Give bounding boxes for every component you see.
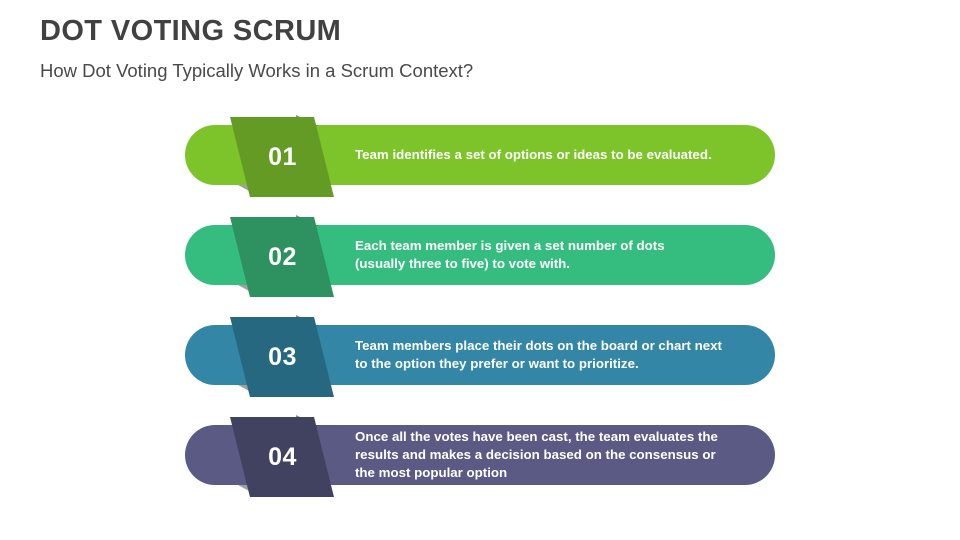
slide-header: DOT VOTING SCRUM How Dot Voting Typicall…	[40, 15, 920, 81]
step-number: 01	[267, 142, 297, 171]
step-description-line: the most popular option	[355, 465, 508, 480]
step-description-line: Once all the votes have been cast, the t…	[355, 429, 718, 444]
steps-list: 01 Team identifies a set of options or i…	[0, 105, 960, 505]
step-number: 04	[267, 442, 297, 471]
step-description: Each team member is given a set number o…	[355, 225, 755, 285]
step-description-line: Team members place their dots on the boa…	[355, 338, 722, 353]
step-row[interactable]: 02 Each team member is given a set numbe…	[0, 205, 960, 305]
step-description-line: Each team member is given a set number o…	[355, 238, 665, 253]
step-number: 02	[267, 242, 297, 271]
step-description-line: to the option they prefer or want to pri…	[355, 356, 639, 371]
step-description: Team identifies a set of options or idea…	[355, 125, 755, 185]
step-row[interactable]: 04 Once all the votes have been cast, th…	[0, 405, 960, 505]
step-description: Team members place their dots on the boa…	[355, 325, 755, 385]
step-row[interactable]: 01 Team identifies a set of options or i…	[0, 105, 960, 205]
page-title: DOT VOTING SCRUM	[40, 15, 342, 47]
step-description-line: (usually three to five) to vote with.	[355, 256, 570, 271]
step-row[interactable]: 03 Team members place their dots on the …	[0, 305, 960, 405]
step-description: Once all the votes have been cast, the t…	[355, 425, 755, 485]
step-number: 03	[267, 342, 297, 371]
page-subtitle: How Dot Voting Typically Works in a Scru…	[40, 59, 474, 81]
step-description-line: results and makes a decision based on th…	[355, 447, 716, 462]
step-description-line: Team identifies a set of options or idea…	[355, 147, 712, 162]
